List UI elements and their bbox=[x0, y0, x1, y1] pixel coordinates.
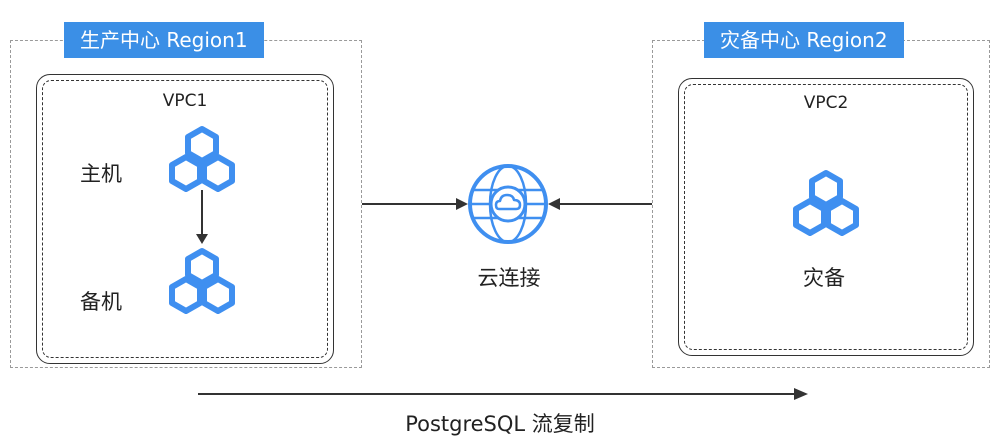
standby-label: 备机 bbox=[80, 290, 122, 314]
vpc1-label: VPC1 bbox=[162, 91, 208, 111]
cluster-icon bbox=[169, 126, 235, 192]
vpc1-box bbox=[36, 74, 334, 364]
vpc2-box bbox=[678, 78, 974, 356]
cluster-icon bbox=[169, 248, 235, 314]
primary-to-standby-arrow bbox=[196, 190, 208, 244]
region1-to-cloud-connect-arrow bbox=[362, 198, 468, 210]
vpc2-label: VPC2 bbox=[803, 93, 849, 113]
vpc1-inner-box: VPC1 bbox=[42, 80, 328, 358]
cloud-connect-label: 云连接 bbox=[477, 266, 541, 290]
production-region-label: 生产中心 Region1 bbox=[64, 22, 264, 58]
dr-region-label: 灾备中心 Region2 bbox=[704, 22, 904, 58]
cluster-icon bbox=[793, 170, 859, 236]
region2-to-cloud-connect-arrow bbox=[548, 198, 652, 210]
dr-node-label: 灾备 bbox=[803, 266, 845, 290]
cloud-connect-icon bbox=[468, 164, 548, 244]
replication-arrow bbox=[198, 388, 808, 400]
replication-label: PostgreSQL 流复制 bbox=[405, 412, 595, 436]
vpc2-inner-box: VPC2 bbox=[684, 84, 968, 350]
primary-label: 主机 bbox=[80, 162, 122, 186]
